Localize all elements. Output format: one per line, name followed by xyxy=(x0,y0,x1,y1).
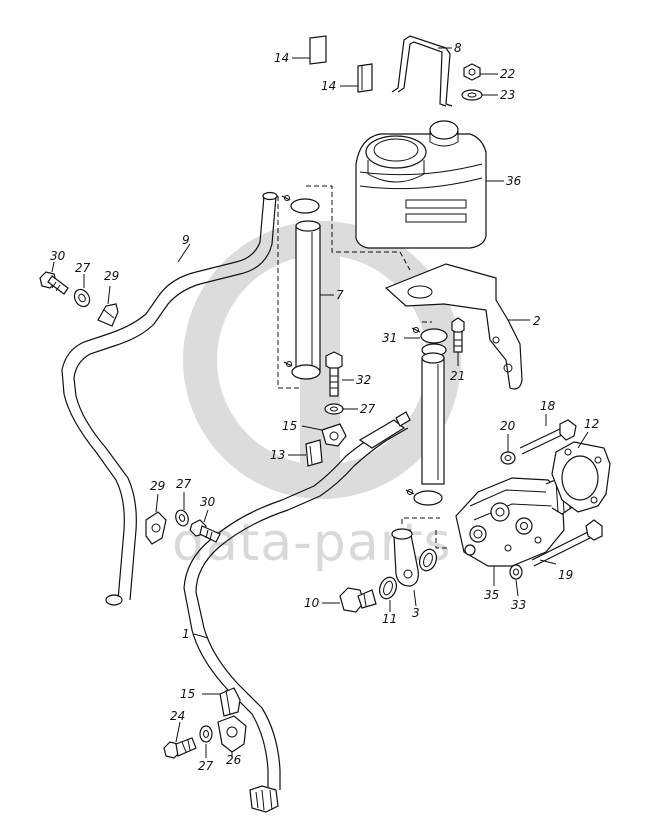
part-9-pipe xyxy=(61,191,278,606)
part-32-bolt xyxy=(325,351,343,397)
callout-1: 1 xyxy=(182,627,190,641)
part-3-seal xyxy=(418,548,438,572)
callout-3: 3 xyxy=(412,606,420,620)
part-7-clamp-lower xyxy=(283,361,321,380)
part-26-clip xyxy=(217,715,247,753)
part-11-seal xyxy=(378,576,398,600)
part-13-pad xyxy=(305,439,323,467)
callout-30-lower: 30 xyxy=(200,495,216,509)
part-29-clip-lower xyxy=(145,511,167,545)
callout-27-mid: 27 xyxy=(360,402,376,416)
callout-2: 2 xyxy=(533,314,541,328)
callout-33: 33 xyxy=(511,598,526,612)
callout-27-upper: 27 xyxy=(75,261,91,275)
callout-29-lower: 29 xyxy=(150,479,165,493)
dashed-leaders xyxy=(277,185,448,549)
part-20-washer xyxy=(500,451,516,465)
part-15-clip-bottom xyxy=(219,687,241,717)
part-30-bolt-lower xyxy=(189,519,221,543)
callout-26: 26 xyxy=(226,753,242,767)
callout-35: 35 xyxy=(484,588,499,602)
part-29-clip-upper xyxy=(97,303,119,327)
callout-27-lower: 27 xyxy=(176,477,192,491)
part-35-pump xyxy=(455,477,575,567)
part-27-washer-lower xyxy=(175,509,189,527)
part-18-bolt xyxy=(519,419,577,455)
part-7-hose xyxy=(295,220,321,373)
part-23-washer xyxy=(461,89,483,101)
callout-11: 11 xyxy=(382,612,397,626)
callout-23: 23 xyxy=(500,88,515,102)
part-27-washer-bottom xyxy=(199,725,213,743)
callout-14-upper: 14 xyxy=(274,51,289,65)
part-1-pipe xyxy=(183,411,411,790)
part-31-clamp xyxy=(411,327,448,357)
lower-hose-clamp xyxy=(405,489,443,506)
part-24-bolt xyxy=(163,737,197,759)
callout-7: 7 xyxy=(336,288,344,302)
part-8-strap xyxy=(391,35,453,107)
part-3-banjo xyxy=(391,528,419,587)
callout-14-lower: 14 xyxy=(321,79,336,93)
part-21-bolt xyxy=(451,317,465,353)
part-33-washer xyxy=(509,564,523,580)
lower-hose xyxy=(421,352,445,485)
part-2-bracket xyxy=(384,263,523,390)
callout-18: 18 xyxy=(540,399,556,413)
part-10-plug xyxy=(339,587,377,613)
callout-9: 9 xyxy=(182,233,190,247)
callout-labels: 14 8 14 22 23 36 9 30 27 29 7 2 31 32 21… xyxy=(50,41,599,773)
callout-22: 22 xyxy=(500,67,515,81)
callout-31: 31 xyxy=(382,331,397,345)
part-22-nut xyxy=(463,63,481,81)
part-7-clamp-upper xyxy=(281,195,320,214)
part-1-nut xyxy=(249,785,279,813)
part-27-washer-mid xyxy=(324,403,344,415)
callout-24: 24 xyxy=(170,709,185,723)
callout-13: 13 xyxy=(270,448,285,462)
callout-29-upper: 29 xyxy=(104,269,119,283)
callout-21: 21 xyxy=(450,369,465,383)
callout-27-bottom: 27 xyxy=(198,759,214,773)
callout-15-bottom: 15 xyxy=(180,687,195,701)
callout-12: 12 xyxy=(584,417,599,431)
callout-19: 19 xyxy=(558,568,573,582)
part-36-reservoir xyxy=(355,120,487,249)
callout-10: 10 xyxy=(304,596,320,610)
callout-20: 20 xyxy=(500,419,516,433)
callout-30-upper: 30 xyxy=(50,249,66,263)
callout-8: 8 xyxy=(454,41,462,55)
leader-lines xyxy=(51,47,589,758)
part-14-pad-lower xyxy=(357,63,373,93)
callout-15-mid: 15 xyxy=(282,419,297,433)
part-14-pad-upper xyxy=(309,35,327,65)
callout-36: 36 xyxy=(506,174,522,188)
part-12-gasket xyxy=(551,441,611,513)
part-27-washer-upper xyxy=(73,288,91,308)
callout-32: 32 xyxy=(356,373,371,387)
part-30-bolt-upper xyxy=(39,271,69,295)
part-15-clip-mid xyxy=(321,423,347,447)
